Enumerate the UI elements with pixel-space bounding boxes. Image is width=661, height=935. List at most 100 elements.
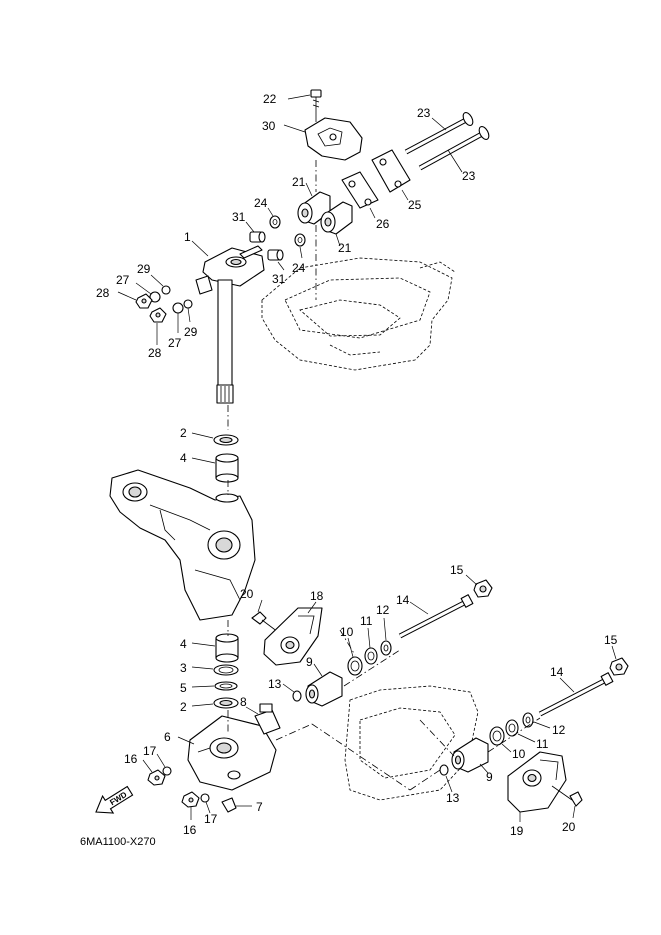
side-mount-9-upper	[305, 671, 343, 707]
callout-14: 14	[550, 665, 564, 679]
callout-28: 28	[96, 286, 110, 300]
callout-29: 29	[184, 325, 198, 339]
callout-18: 18	[310, 589, 324, 603]
washer-17-left	[162, 766, 172, 776]
mount-21-lower	[320, 201, 353, 235]
callout-15: 15	[604, 633, 618, 647]
callout-16: 16	[183, 823, 197, 837]
bracket-18	[263, 607, 323, 666]
washer-12-lower	[522, 712, 534, 728]
assembly-center-lines	[227, 405, 541, 791]
washer-29-upper	[161, 285, 171, 295]
washer-27-lower	[172, 302, 184, 314]
callout-16: 16	[124, 752, 138, 766]
plate-26	[341, 171, 379, 209]
washer-10-lower	[489, 726, 505, 746]
washer-13-lower	[439, 764, 449, 776]
washer-2-upper	[213, 434, 239, 446]
nut-15-lower	[609, 657, 629, 676]
callout-5: 5	[180, 681, 187, 695]
callout-9: 9	[486, 770, 493, 784]
callout-23: 23	[462, 169, 476, 183]
nut-28-upper	[135, 293, 153, 309]
callout-20: 20	[240, 587, 254, 601]
clip-8	[254, 703, 281, 735]
callout-11: 11	[536, 737, 549, 751]
callout-17: 17	[204, 812, 218, 826]
callout-19: 19	[510, 824, 524, 838]
steering-arm-1	[195, 245, 265, 295]
callout-9: 9	[306, 655, 313, 669]
washer-29-lower	[183, 299, 193, 309]
nut-28-lower	[149, 307, 167, 323]
callout-12: 12	[552, 723, 566, 737]
bush-4-upper	[215, 453, 239, 483]
callout-12: 12	[376, 603, 390, 617]
callout-26: 26	[376, 217, 390, 231]
callout-13: 13	[268, 677, 282, 691]
washer-24-lower	[294, 233, 306, 247]
washer-10-upper	[347, 656, 363, 676]
callout-10: 10	[512, 747, 526, 761]
callout-14: 14	[396, 593, 410, 607]
lower-casing-outline	[344, 685, 479, 801]
drawing-code: 6MA1100-X270	[80, 836, 156, 848]
nut-15-upper	[473, 579, 493, 598]
long-bolt-14-lower	[538, 672, 614, 717]
callout-13: 13	[446, 791, 460, 805]
callout-2: 2	[180, 700, 187, 714]
nut-16-left	[147, 769, 166, 786]
swivel-bracket	[109, 469, 256, 621]
washer-13-upper	[292, 690, 302, 702]
nut-16-bottom	[181, 791, 200, 808]
bush-31-upper	[249, 231, 266, 243]
callout-27: 27	[168, 336, 182, 350]
side-mount-9-lower	[451, 737, 489, 773]
callout-4: 4	[180, 637, 187, 651]
callout-22: 22	[263, 92, 277, 106]
clip-7	[221, 797, 237, 813]
bolt-22	[310, 89, 322, 122]
callout-2: 2	[180, 426, 187, 440]
washer-5	[214, 681, 238, 691]
bush-4-lower	[215, 633, 239, 663]
upper-casing-outline	[261, 257, 456, 371]
callout-31: 31	[232, 210, 246, 224]
bolt-20-lower	[551, 785, 583, 807]
callout-25: 25	[408, 198, 422, 212]
washer-2-lower	[213, 697, 239, 709]
callout-23: 23	[417, 106, 431, 120]
lower-bracket-6	[187, 715, 277, 791]
callout-6: 6	[164, 730, 171, 744]
washer-27-upper	[149, 291, 161, 303]
bolt-20-upper	[251, 611, 279, 633]
callout-27: 27	[116, 273, 130, 287]
callout-20: 20	[562, 820, 576, 834]
fwd-arrow-icon: FWD	[95, 785, 134, 814]
washer-17-bottom	[200, 793, 210, 803]
washer-24-upper	[269, 215, 281, 229]
long-bolt-23-lower	[418, 125, 490, 171]
steering-shaft	[216, 279, 234, 404]
plate-25	[371, 149, 411, 193]
callout-31: 31	[272, 272, 286, 286]
washer-12-upper	[380, 640, 392, 656]
callout-11: 11	[360, 614, 373, 628]
long-bolt-14-upper	[398, 594, 474, 639]
callout-17: 17	[143, 744, 157, 758]
callout-10: 10	[340, 625, 354, 639]
callout-24: 24	[254, 196, 268, 210]
callout-29: 29	[137, 262, 151, 276]
callout-3: 3	[180, 661, 187, 675]
washer-11-lower	[505, 719, 519, 737]
callout-21: 21	[338, 241, 352, 255]
bush-31-lower	[267, 249, 284, 261]
callout-30: 30	[262, 119, 276, 133]
callout-labels: 22 30 23 23 21 21 24 24 25 26 31 31 1 29…	[96, 92, 618, 838]
long-bolt-23-upper	[404, 111, 474, 155]
callout-28: 28	[148, 346, 162, 360]
bracket-19	[507, 751, 567, 813]
callout-15: 15	[450, 563, 464, 577]
callout-1: 1	[184, 230, 191, 244]
